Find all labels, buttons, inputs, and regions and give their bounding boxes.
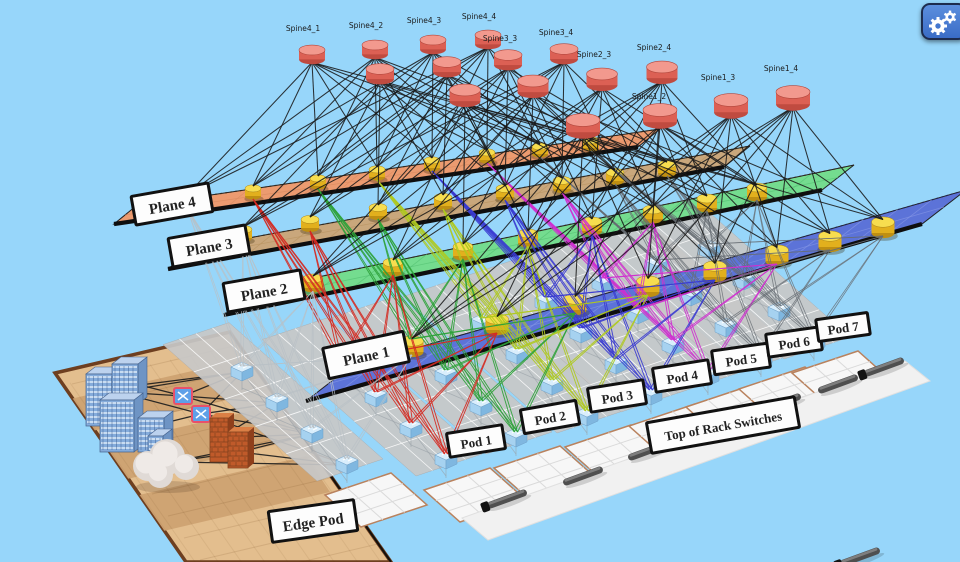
spine-switch[interactable] <box>493 49 523 71</box>
pod-label-text: Pod 5 <box>725 350 759 369</box>
spine-label: Spine2_4 <box>637 43 671 52</box>
rack-rod <box>563 466 608 489</box>
tor-switch[interactable] <box>540 375 564 396</box>
edge-pod-label: Edge Pod <box>266 498 360 544</box>
pod-label: Pod 3 <box>586 378 648 414</box>
spine-switch[interactable] <box>549 43 579 65</box>
spine-switch[interactable] <box>642 103 678 129</box>
tor-switch[interactable] <box>335 454 359 475</box>
plane-label: Plane 3 <box>166 223 252 269</box>
tor-switch[interactable] <box>469 396 493 417</box>
fabric-switch[interactable] <box>696 193 720 216</box>
spine-label: Spine1_2 <box>632 92 666 101</box>
fabric-switch[interactable] <box>300 215 322 235</box>
pod-label-text: Pod 2 <box>533 408 567 428</box>
rack-rod <box>480 489 532 513</box>
spine-switch[interactable] <box>361 39 389 60</box>
pod-label-text: Pod 7 <box>827 318 861 337</box>
spine-switch[interactable] <box>646 60 678 85</box>
plane-label: Plane 1 <box>321 330 411 380</box>
cloud-shape <box>133 439 200 493</box>
pod-label: Pod 7 <box>814 311 872 343</box>
fabric-switch[interactable] <box>244 184 264 203</box>
spine-switch[interactable] <box>298 44 326 65</box>
rack-rod <box>818 374 863 397</box>
spine-switch[interactable] <box>517 74 549 99</box>
pod-label-text: Pod 1 <box>459 432 492 452</box>
spine-label: Spine4_2 <box>349 21 383 30</box>
spine-switch[interactable] <box>586 67 618 92</box>
plane-label: Plane 4 <box>129 181 215 227</box>
settings-button[interactable] <box>921 3 960 40</box>
spine-switch[interactable] <box>432 56 462 78</box>
spine-switch[interactable] <box>419 34 447 55</box>
spine-switch[interactable] <box>565 113 601 139</box>
spine-label: Spine4_1 <box>286 24 320 33</box>
spine-switch[interactable] <box>365 63 395 85</box>
tor-switch[interactable] <box>399 418 423 439</box>
spine-label: Spine4_4 <box>462 12 496 21</box>
pod-label: Pod 4 <box>651 358 713 394</box>
plane-label: Plane 2 <box>221 268 307 314</box>
spine-label: Spine3_3 <box>483 34 517 43</box>
spine-switches <box>298 29 811 139</box>
fabric-switch[interactable] <box>368 203 390 223</box>
brick-tower <box>227 427 254 469</box>
tor-switch[interactable] <box>300 423 324 444</box>
pod-label: Pod 1 <box>445 423 507 459</box>
spine-switch[interactable] <box>474 29 502 50</box>
spine-label: Spine1_3 <box>701 73 735 82</box>
gear-icon <box>929 10 957 35</box>
tor-switch[interactable] <box>230 361 254 382</box>
pod-label-text: Pod 6 <box>778 333 812 352</box>
spine-label: Spine2_3 <box>577 50 611 59</box>
building <box>99 392 144 453</box>
router-icon[interactable] <box>173 387 193 405</box>
spine-label: Spine1_4 <box>764 64 798 73</box>
spine-label: Spine4_3 <box>407 16 441 25</box>
pod-label-text: Pod 3 <box>600 387 634 407</box>
fabric-switch[interactable] <box>817 230 845 255</box>
spine-label: Spine3_4 <box>539 28 573 37</box>
downlink-bundles <box>186 150 884 460</box>
router-icon[interactable] <box>191 405 211 423</box>
spine-switch[interactable] <box>713 93 749 119</box>
pod-label-text: Pod 4 <box>665 367 699 387</box>
spine-switch[interactable] <box>449 83 481 108</box>
pod-label: Pod 2 <box>519 398 581 436</box>
fabric-switch[interactable] <box>870 216 898 241</box>
spine-switch[interactable] <box>775 85 811 111</box>
rack-rod <box>857 357 909 381</box>
